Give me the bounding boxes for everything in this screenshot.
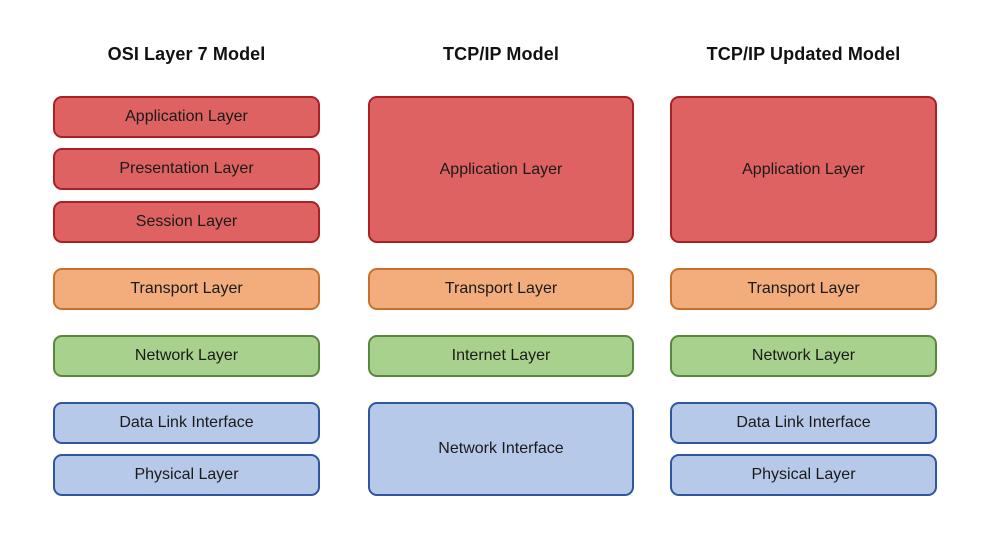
box-tcpip-network-interface: Network Interface (368, 402, 634, 496)
box-label: Network Interface (438, 440, 564, 457)
box-osi-session-layer: Session Layer (53, 201, 320, 243)
box-osi-presentation-layer: Presentation Layer (53, 148, 320, 190)
box-osi-transport-layer: Transport Layer (53, 268, 320, 310)
box-label: Physical Layer (134, 466, 239, 483)
box-osi-data-link-interface: Data Link Interface (53, 402, 320, 444)
column-title-tcpip-updated: TCP/IP Updated Model (706, 44, 901, 64)
box-osi-network-layer: Network Layer (53, 335, 320, 377)
box-tcpip-internet-layer: Internet Layer (368, 335, 634, 377)
column-osi-model: OSI Layer 7 Model Application Layer Pres… (53, 0, 320, 547)
box-label: Data Link Interface (119, 414, 254, 431)
box-osi-physical-layer: Physical Layer (53, 454, 320, 496)
box-label: Transport Layer (747, 280, 860, 297)
box-updated-physical-layer: Physical Layer (670, 454, 937, 496)
box-label: Physical Layer (751, 466, 856, 483)
box-label: Application Layer (439, 160, 563, 178)
box-label: Data Link Interface (736, 414, 871, 431)
box-label: Application Layer (125, 108, 248, 125)
box-updated-network-layer: Network Layer (670, 335, 937, 377)
box-label: Transport Layer (130, 280, 243, 297)
box-label: Session Layer (135, 213, 238, 230)
box-updated-transport-layer: Transport Layer (670, 268, 937, 310)
box-label: Application Layer (742, 160, 865, 178)
box-label: Presentation Layer (119, 160, 254, 177)
column-title-osi: OSI Layer 7 Model (107, 44, 266, 64)
column-title-tcpip: TCP/IP Model (443, 44, 559, 64)
column-tcpip-model: TCP/IP Model Application Layer Transport… (368, 0, 634, 547)
box-tcpip-application-layer: Application Layer (368, 96, 634, 243)
box-label: Network Layer (134, 347, 239, 364)
box-osi-application-layer: Application Layer (53, 96, 320, 138)
box-updated-data-link-interface: Data Link Interface (670, 402, 937, 444)
box-tcpip-transport-layer: Transport Layer (368, 268, 634, 310)
column-tcpip-updated-model: TCP/IP Updated Model Application Layer T… (670, 0, 937, 547)
box-label: Network Layer (751, 347, 856, 364)
box-label: Transport Layer (444, 280, 558, 297)
box-updated-application-layer: Application Layer (670, 96, 937, 243)
box-label: Internet Layer (451, 347, 551, 364)
